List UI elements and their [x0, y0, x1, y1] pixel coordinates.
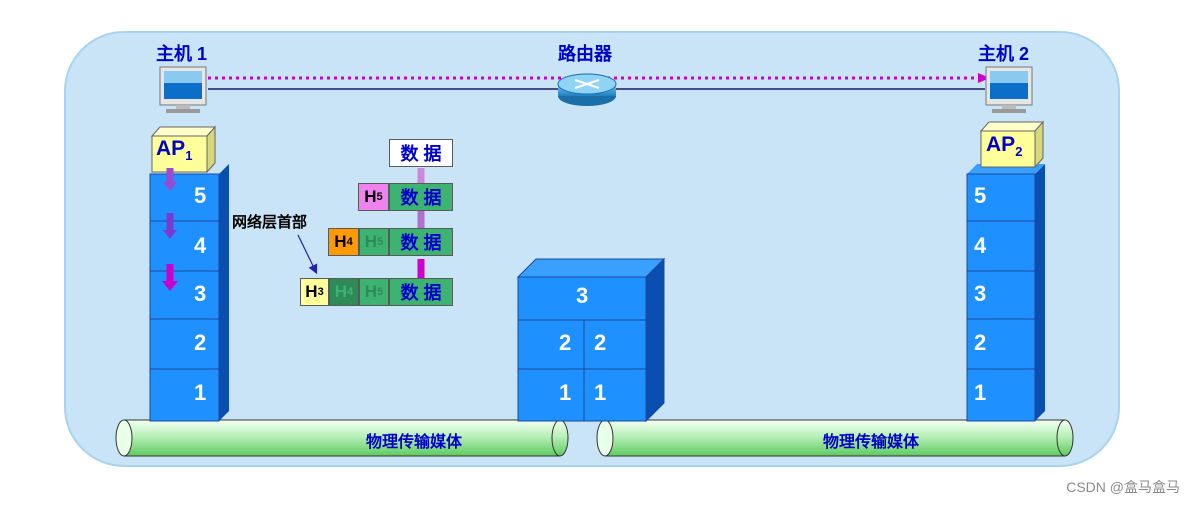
annotation-arrow [298, 235, 316, 272]
host1-layer-5: 5 [194, 183, 206, 209]
host2-monitor-icon [986, 67, 1032, 113]
host2-layer-4: 4 [974, 233, 986, 259]
medium-label-left: 物理传输媒体 [366, 428, 462, 452]
host1-layer-2: 2 [194, 330, 206, 356]
host1-layer-3: 3 [194, 281, 206, 307]
host2-layer-2: 2 [974, 330, 986, 356]
host1-layer-1: 1 [194, 380, 206, 406]
watermark: CSDN @盒马盒马 [1066, 477, 1180, 497]
host1-stack [150, 164, 229, 421]
data-unit-row4: 数 据 [389, 278, 453, 306]
host2-layer-5: 5 [974, 183, 986, 209]
ap1-label: AP1 [156, 137, 192, 163]
host1-layer-4: 4 [194, 233, 206, 259]
data-unit-row3: 数 据 [389, 228, 453, 256]
medium-label-right: 物理传输媒体 [823, 428, 919, 452]
host1-label: 主机 1 [156, 40, 207, 66]
router-icon [558, 74, 616, 106]
router-layer-1-right: 1 [594, 380, 606, 406]
host2-layer-3: 3 [974, 281, 986, 307]
host1-monitor-icon [160, 67, 206, 113]
network-header-annotation: 网络层首部 [232, 211, 307, 232]
router-layer-3: 3 [576, 283, 588, 309]
router-layer-2-left: 2 [559, 330, 571, 356]
router-label: 路由器 [558, 40, 612, 66]
router-stack [518, 259, 664, 421]
host2-layer-1: 1 [974, 380, 986, 406]
data-unit-top: 数 据 [389, 139, 453, 167]
ap2-label: AP2 [986, 133, 1022, 159]
router-layer-1-left: 1 [559, 380, 571, 406]
router-layer-2-right: 2 [594, 330, 606, 356]
data-unit-row2: 数 据 [389, 183, 453, 211]
physical-medium-left [116, 420, 568, 456]
host2-label: 主机 2 [978, 40, 1029, 66]
